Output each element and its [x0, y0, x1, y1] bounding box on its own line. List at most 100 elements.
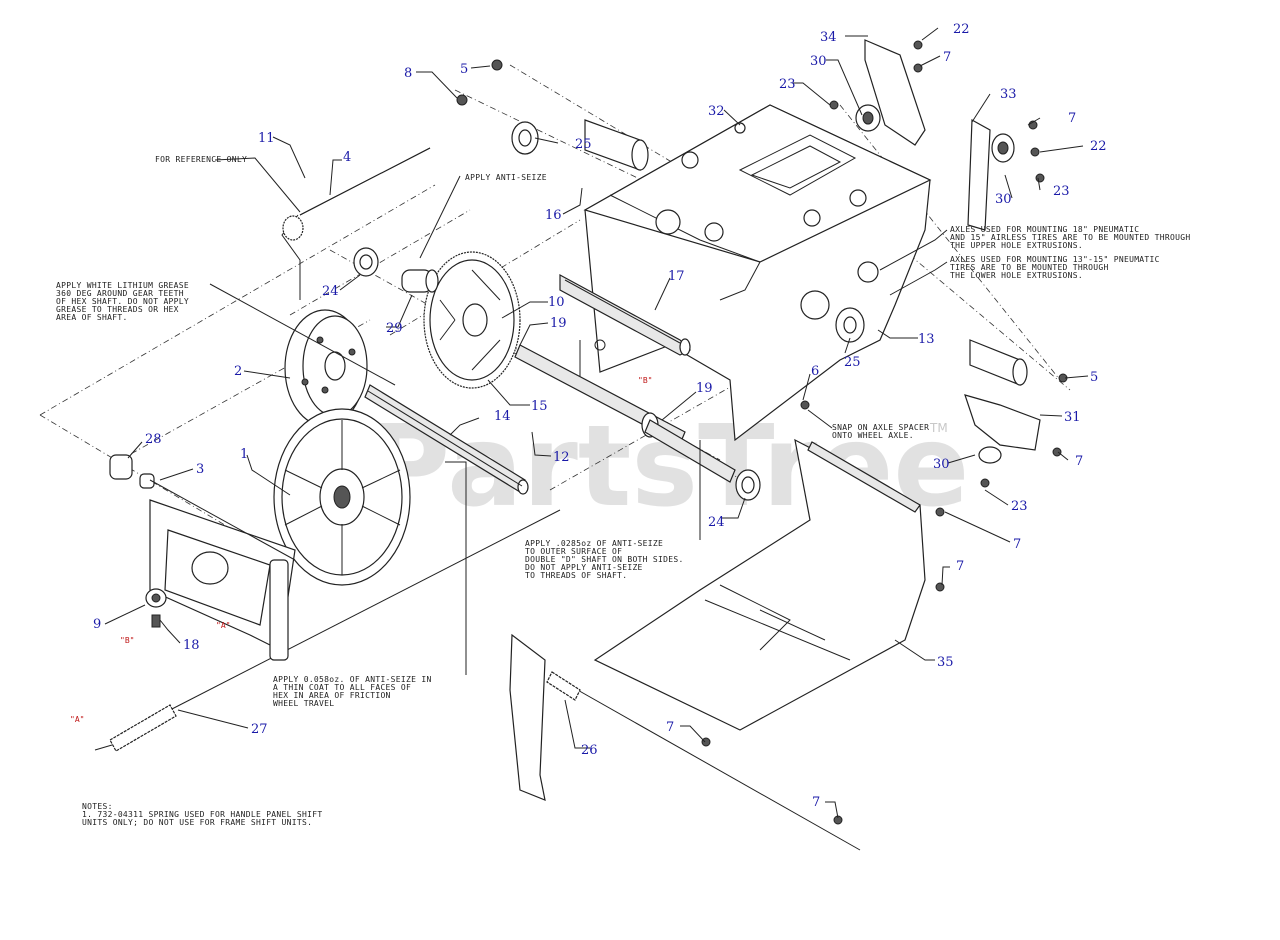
callout-23: 23 — [779, 77, 796, 92]
callout-16: 16 — [545, 208, 562, 223]
callout-5: 5 — [1090, 370, 1098, 385]
bolt-18 — [151, 614, 161, 628]
note-grease-2: 360 DEG AROUND GEAR TEETH — [56, 289, 184, 298]
spacer-24a — [353, 247, 379, 277]
callout-11: 11 — [258, 131, 275, 146]
bracket-34 — [855, 39, 926, 146]
callout-7: 7 — [666, 720, 674, 735]
callout-19: 19 — [696, 381, 713, 396]
note-0058-2: A THIN COAT TO ALL FACES OF — [273, 683, 411, 692]
callout-13: 13 — [918, 332, 935, 347]
callout-33: 33 — [1000, 87, 1017, 102]
note-0285-5: TO THREADS OF SHAFT. — [525, 571, 627, 580]
note-apply-anti-seize: APPLY ANTI-SEIZE — [465, 173, 547, 182]
callout-27: 27 — [251, 722, 268, 737]
note-grease-1: APPLY WHITE LITHIUM GREASE — [56, 281, 189, 290]
annotation-notes: FOR REFERENCE ONLY APPLY ANTI-SEIZE APPL… — [56, 155, 1190, 827]
note-grease-4: GREASE TO THREADS OR HEX — [56, 305, 179, 314]
hex-shaft-14 — [364, 384, 529, 495]
note-snap-1: SNAP ON AXLE SPACER — [832, 423, 929, 432]
handle-bracket — [509, 633, 546, 801]
callout-9: 9 — [93, 617, 101, 632]
callout-30: 30 — [933, 457, 950, 472]
friction-wheel-1 — [273, 408, 411, 586]
note-axles-13-1: AXLES USED FOR MOUNTING 13"-15" PNEUMATI… — [950, 255, 1160, 264]
nut-9 — [145, 588, 167, 608]
note-0285-3: DOUBLE "D" SHAFT ON BOTH SIDES. — [525, 555, 684, 564]
note-0285-4: DO NOT APPLY ANTI-SEIZE — [525, 563, 643, 572]
note-axles-18-2: AND 15" AIRLESS TIRES ARE TO BE MOUNTED … — [950, 233, 1190, 242]
notes-title: NOTES: — [82, 802, 113, 811]
note-axles-18-3: THE UPPER HOLE EXTRUSIONS. — [950, 241, 1083, 250]
hex-shaft-17 — [559, 273, 692, 356]
bolts — [456, 40, 1068, 825]
callout-24: 24 — [708, 515, 725, 530]
notes-body-1: 1. 732-04311 SPRING USED FOR HANDLE PANE… — [82, 810, 322, 819]
callout-19: 19 — [550, 316, 567, 331]
callout-34: 34 — [820, 30, 837, 45]
callout-6: 6 — [811, 364, 819, 379]
ref-b-upper: "B" — [638, 376, 652, 385]
callout-24: 24 — [322, 284, 339, 299]
spacer-28 — [109, 454, 133, 480]
shift-bracket-3 — [139, 473, 296, 661]
callout-15: 15 — [531, 399, 548, 414]
note-0058-4: WHEEL TRAVEL — [273, 699, 334, 708]
spring-26 — [546, 671, 581, 701]
bracket-31 — [964, 394, 1041, 451]
callout-7: 7 — [956, 559, 964, 574]
gear-15 — [423, 251, 521, 389]
note-for-reference: FOR REFERENCE ONLY — [155, 155, 247, 164]
callout-25: 25 — [575, 137, 592, 152]
bearing-29 — [401, 269, 439, 293]
ref-b-lower: "B" — [120, 636, 134, 645]
bearing-25 — [511, 121, 865, 343]
callout-17: 17 — [668, 269, 685, 284]
bracket-33 — [967, 119, 1015, 231]
note-grease-5: AREA OF SHAFT. — [56, 313, 128, 322]
callout-5: 5 — [460, 62, 468, 77]
note-snap-2: ONTO WHEEL AXLE. — [832, 431, 914, 440]
callout-12: 12 — [553, 450, 570, 465]
callout-29: 29 — [386, 321, 403, 336]
ref-a-upper: "A" — [216, 621, 230, 630]
watermark-tm: TM — [929, 421, 948, 435]
cable-right — [559, 679, 861, 851]
callout-26: 26 — [581, 743, 598, 758]
ref-a-lower: "A" — [70, 715, 84, 724]
leader-lines — [104, 27, 1089, 819]
note-0058-1: APPLY 0.058oz. OF ANTI-SEIZE IN — [273, 675, 432, 684]
callout-7: 7 — [1068, 111, 1076, 126]
callout-31: 31 — [1064, 410, 1081, 425]
spring-27 — [94, 704, 177, 752]
callout-30: 30 — [810, 54, 827, 69]
callout-10: 10 — [548, 295, 565, 310]
drive-plate-2 — [284, 309, 368, 427]
axle-19 — [514, 344, 736, 483]
callout-30: 30 — [995, 192, 1012, 207]
callout-8: 8 — [404, 66, 412, 81]
callout-22: 22 — [1090, 139, 1107, 154]
callout-2: 2 — [234, 364, 242, 379]
callout-3: 3 — [196, 462, 204, 477]
callout-7: 7 — [943, 50, 951, 65]
shift-rod-4 — [281, 147, 431, 300]
callout-22: 22 — [953, 22, 970, 37]
note-0285-1: APPLY .0285oz OF ANTI-SEIZE — [525, 539, 663, 548]
chassis-frame — [579, 104, 932, 442]
callout-18: 18 — [183, 638, 200, 653]
note-axles-13-3: THE LOWER HOLE EXTRUSIONS. — [950, 271, 1083, 280]
notes-body-2: UNITS ONLY; DO NOT USE FOR FRAME SHIFT U… — [82, 818, 312, 827]
callout-14: 14 — [494, 409, 511, 424]
callout-23: 23 — [1053, 184, 1070, 199]
callout-7: 7 — [812, 795, 820, 810]
axle-tubes — [584, 119, 1028, 386]
cable-lower — [169, 509, 561, 711]
note-0058-3: HEX IN AREA OF FRICTION — [273, 691, 391, 700]
callout-35: 35 — [937, 655, 954, 670]
callout-4: 4 — [343, 150, 351, 165]
callout-7: 7 — [1075, 454, 1083, 469]
callout-23: 23 — [1011, 499, 1028, 514]
note-grease-3: OF HEX SHAFT. DO NOT APPLY — [56, 297, 189, 306]
